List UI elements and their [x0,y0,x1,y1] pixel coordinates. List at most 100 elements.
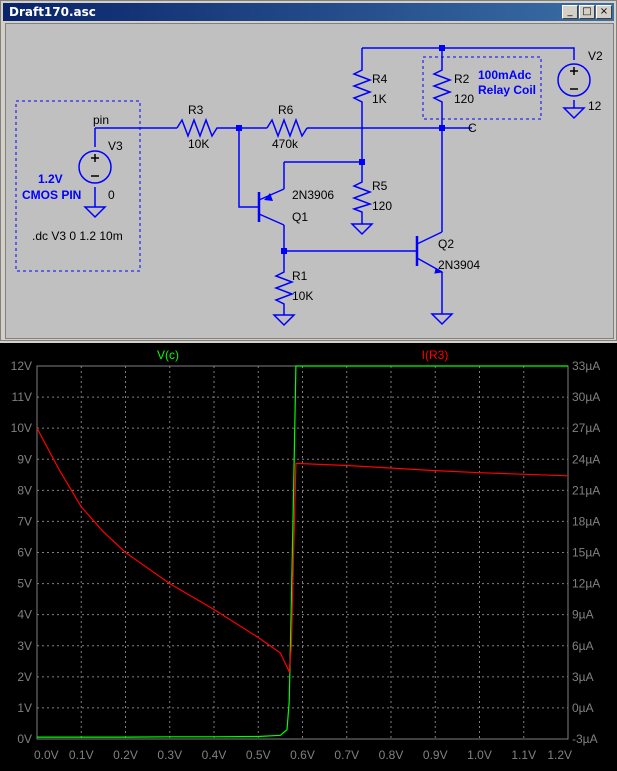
y-right-tick-label: 15µA [572,546,600,560]
ground-symbol-r1 [272,314,296,327]
label-r6-name: R6 [278,103,294,117]
resistor-r6[interactable] [266,117,308,139]
resistor-r2[interactable] [431,65,453,108]
y-right-tick-label: 6µA [572,639,594,653]
label-r3-value: 10K [188,137,209,151]
label-q2-name: Q2 [438,237,454,251]
q2-collector-lead [416,231,443,245]
x-tick-label: 0.8V [379,748,404,762]
schematic-drawing: pin V3 0 .dc V3 0 1.2 10m R3 10K R6 470k… [15,45,603,327]
q1-emitter-lead [258,188,285,201]
x-tick-label: 0.0V [34,748,59,762]
y-left-tick-label: 3V [17,639,32,653]
plus-sign-v3 [91,154,99,162]
x-tick-label: 0.7V [334,748,359,762]
label-pin: pin [93,113,109,127]
label-r3-name: R3 [188,103,204,117]
x-tick-label: 0.2V [113,748,138,762]
label-r2-name: R2 [454,72,470,86]
q2-emitter-arrow [434,268,444,274]
window-title: Draft170.asc [9,5,96,19]
ground-symbol-v2 [562,107,586,120]
y-left-tick-label: 10V [11,421,32,435]
label-directive: .dc V3 0 1.2 10m [32,229,123,243]
y-left-tick-label: 1V [17,701,32,715]
legend-vc: V(c) [157,348,179,362]
x-tick-label: 0.6V [290,748,315,762]
label-r1-value: 10K [292,289,313,303]
y-left-tick-label: 0V [17,732,32,746]
resistor-r1[interactable] [273,267,295,307]
y-right-tick-label: 3µA [572,670,594,684]
series-line-vc [37,365,568,738]
junction-q1-q2 [281,248,287,254]
label-v3-name: V3 [108,139,123,153]
schematic-canvas[interactable]: pin V3 0 .dc V3 0 1.2 10m R3 10K R6 470k… [5,23,614,339]
label-q1-model: 2N3906 [292,188,334,202]
y-left-tick-label: 2V [17,670,32,684]
plus-sign-v2 [570,67,578,75]
label-q2-model: 2N3904 [438,258,480,272]
x-tick-label: 0.3V [157,748,182,762]
label-v2-name: V2 [588,49,603,63]
schematic-window: Draft170.asc _ □ × [0,0,617,341]
y-left-tick-label: 11V [12,390,32,404]
y-left-tick-label: 4V [17,608,32,622]
label-q1-name: Q1 [292,210,308,224]
label-v2-value: 12 [588,99,602,113]
y-right-tick-label: 30µA [572,390,600,404]
y-right-tick-label: 24µA [572,452,600,466]
source-v2[interactable] [557,63,591,97]
q1-emitter-arrow [264,193,273,201]
y-left-tick-label: 8V [17,483,32,497]
y-right-tick-label: 12µA [572,577,600,591]
label-r5-name: R5 [372,179,388,193]
y-right-tick-label: 0µA [572,701,594,715]
junction-node-c [439,125,445,131]
source-v3[interactable] [78,150,112,184]
legend-ir3: I(R3) [422,348,449,362]
junction-r4-r5 [359,159,365,165]
y-right-tick-label: 9µA [572,608,594,622]
series-line-ir3 [36,427,569,674]
label-r4-value: 1K [372,92,387,106]
y-left-tick-label: 9V [17,452,32,466]
x-tick-label: 1.0V [467,748,492,762]
resistor-r3[interactable] [176,117,220,139]
label-r2-value: 120 [454,92,474,106]
x-tick-label: 0.9V [423,748,448,762]
annotation-box-cmos [15,100,141,272]
label-coil-note2: Relay Coil [478,83,536,97]
minimize-button[interactable]: _ [562,5,578,19]
label-r4-name: R4 [372,72,388,86]
y-left-tick-label: 5V [17,577,32,591]
label-v3-note2: CMOS PIN [22,188,81,202]
title-bar[interactable]: Draft170.asc _ □ × [3,3,614,21]
label-r1-name: R1 [292,269,308,283]
y-right-tick-label: 27µA [572,421,600,435]
label-v3-note1: 1.2V [38,172,63,186]
y-right-tick-label: 21µA [572,483,600,497]
label-v3-value: 0 [108,188,115,202]
maximize-button[interactable]: □ [579,5,595,19]
y-right-tick-label: 33µA [572,359,600,373]
wire-q1-base [238,128,259,208]
ground-symbol-q2 [430,313,454,326]
close-button[interactable]: × [596,5,612,19]
x-tick-label: 1.2V [547,748,572,762]
label-node-c: C [468,121,477,135]
junction-top-rail [439,45,445,51]
label-r6-value: 470k [272,137,299,151]
y-left-tick-label: 12V [11,359,32,373]
resistor-r4[interactable] [351,65,373,108]
x-tick-label: 0.5V [246,748,271,762]
x-tick-label: 0.4V [202,748,227,762]
wire-q1-q2 [283,225,417,252]
label-r5-value: 120 [372,199,392,213]
label-coil-note1: 100mAdc [478,68,532,82]
x-tick-label: 0.1V [69,748,94,762]
wire-top-rail [362,47,575,60]
resistor-r5[interactable] [351,177,373,214]
